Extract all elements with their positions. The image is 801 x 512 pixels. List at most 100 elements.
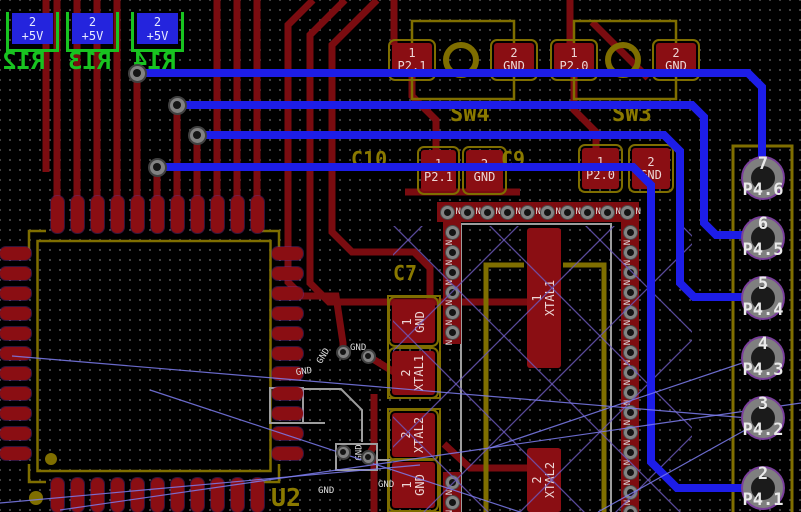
via[interactable]: [167, 95, 187, 115]
u2-pad-right[interactable]: [272, 346, 303, 360]
via[interactable]: [187, 125, 207, 145]
via-gnd[interactable]: [360, 449, 376, 465]
u2-pad-top[interactable]: [130, 196, 144, 233]
u2-pad-left[interactable]: [0, 426, 31, 440]
u2-pad-bottom[interactable]: [250, 478, 264, 512]
u2-pad-right[interactable]: [272, 386, 303, 400]
u2-pad-top[interactable]: [50, 196, 64, 233]
socket-pin[interactable]: [619, 204, 635, 220]
u2-pad-top[interactable]: [250, 196, 264, 233]
socket-pin[interactable]: [559, 204, 575, 220]
power-pad-5v[interactable]: 2+5V: [137, 13, 178, 44]
u2-pad-right[interactable]: [272, 446, 303, 460]
socket-pin[interactable]: [622, 504, 638, 512]
label-u2[interactable]: U2: [271, 483, 302, 512]
socket-pin[interactable]: [622, 464, 638, 480]
u2-pad-top[interactable]: [150, 196, 164, 233]
u2-pad-left[interactable]: [0, 286, 31, 300]
socket-pin[interactable]: [579, 204, 595, 220]
socket-pin[interactable]: [599, 204, 615, 220]
u2-pad-bottom[interactable]: [190, 478, 204, 512]
copper-trace-red[interactable]: [441, 441, 530, 472]
u2-pad-bottom[interactable]: [150, 478, 164, 512]
u2-pad-bottom[interactable]: [110, 478, 124, 512]
connector-pin-P4.1[interactable]: 2 P4.1: [741, 464, 785, 510]
u2-pad-right[interactable]: [272, 326, 303, 340]
socket-pin[interactable]: [622, 244, 638, 260]
via[interactable]: [127, 63, 147, 83]
socket-pin[interactable]: [539, 204, 555, 220]
connector-pin-P4.2[interactable]: 3 P4.2: [741, 394, 785, 440]
socket-pin[interactable]: [499, 204, 515, 220]
label-c7[interactable]: C7: [393, 261, 418, 285]
socket-pin[interactable]: [519, 204, 535, 220]
u2-pad-right[interactable]: [272, 406, 303, 420]
connector-pin-P4.6[interactable]: 7 P4.6: [741, 154, 785, 200]
socket-pin[interactable]: [444, 264, 460, 280]
u2-pad-left[interactable]: [0, 246, 31, 260]
u2-pad-right[interactable]: [272, 286, 303, 300]
via-gnd[interactable]: [360, 348, 376, 364]
socket-pin[interactable]: [622, 384, 638, 400]
socket-pin[interactable]: [622, 284, 638, 300]
u2-pad-left[interactable]: [0, 346, 31, 360]
u2-pad-bottom[interactable]: [70, 478, 84, 512]
via-gnd[interactable]: [335, 444, 351, 460]
u2-pad-left[interactable]: [0, 446, 31, 460]
u2-pad-top[interactable]: [230, 196, 244, 233]
socket-pin[interactable]: [479, 204, 495, 220]
copper-trace-blue[interactable]: [137, 69, 766, 178]
u2-pad-left[interactable]: [0, 326, 31, 340]
socket-pin[interactable]: [622, 344, 638, 360]
u2-pad-top[interactable]: [110, 196, 124, 233]
connector-pin-P4.4[interactable]: 5 P4.4: [741, 274, 785, 320]
u2-pad-left[interactable]: [0, 266, 31, 280]
power-pad-5v[interactable]: 2+5V: [12, 13, 53, 44]
u2-pad-bottom[interactable]: [90, 478, 104, 512]
socket-pin[interactable]: [444, 304, 460, 320]
socket-pin[interactable]: [622, 264, 638, 280]
u2-pad-top[interactable]: [170, 196, 184, 233]
u2-pad-bottom[interactable]: [50, 478, 64, 512]
u2-pad-top[interactable]: [190, 196, 204, 233]
u2-pad-right[interactable]: [272, 306, 303, 320]
socket-pin[interactable]: [439, 204, 455, 220]
u2-pad-right[interactable]: [272, 426, 303, 440]
copper-trace-blue[interactable]: [157, 163, 763, 492]
u2-pad-bottom[interactable]: [130, 478, 144, 512]
copper-trace-red[interactable]: [328, 0, 434, 302]
u2-pad-top[interactable]: [90, 196, 104, 233]
u2-pad-left[interactable]: [0, 406, 31, 420]
connector-pin-P4.5[interactable]: 6 P4.5: [741, 214, 785, 260]
copper-trace-blue[interactable]: [197, 131, 763, 301]
via-gnd[interactable]: [335, 344, 351, 360]
socket-pin[interactable]: [622, 324, 638, 340]
power-pad-5v[interactable]: 2+5V: [72, 13, 113, 44]
connector-pin-P4.3[interactable]: 4 P4.3: [741, 334, 785, 380]
socket-pin[interactable]: [444, 324, 460, 340]
u2-pad-top[interactable]: [210, 196, 224, 233]
u2-pad-right[interactable]: [272, 366, 303, 380]
socket-pin[interactable]: [444, 494, 460, 510]
u2-pad-bottom[interactable]: [230, 478, 244, 512]
socket-pin[interactable]: [459, 204, 475, 220]
u2-pad-right[interactable]: [272, 266, 303, 280]
u2-pad-left[interactable]: [0, 306, 31, 320]
via[interactable]: [147, 157, 167, 177]
u2-pad-left[interactable]: [0, 386, 31, 400]
socket-pin[interactable]: [444, 244, 460, 260]
u2-pad-top[interactable]: [70, 196, 84, 233]
socket-pin[interactable]: [622, 444, 638, 460]
socket-pin[interactable]: [622, 224, 638, 240]
copper-trace-blue[interactable]: [177, 101, 763, 239]
socket-pin[interactable]: [444, 224, 460, 240]
u2-pad-left[interactable]: [0, 366, 31, 380]
socket-pin[interactable]: [622, 304, 638, 320]
